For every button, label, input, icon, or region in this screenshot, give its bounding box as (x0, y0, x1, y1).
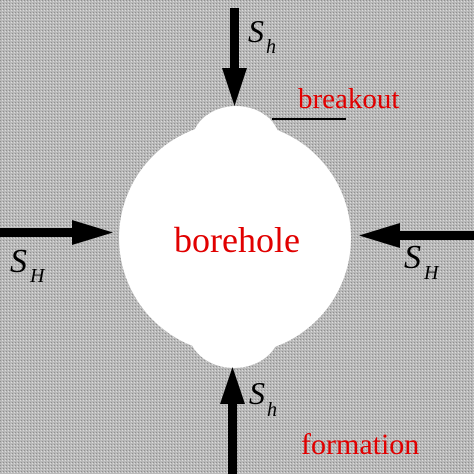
arrow-bottom-sh (220, 367, 245, 474)
sh-top-sub: h (266, 36, 276, 58)
sh-bottom-label: S h (249, 375, 277, 421)
arrow-left-sH (0, 220, 113, 245)
sH-left-label: S H (10, 243, 46, 287)
sh-top-label: S h (248, 13, 276, 58)
borehole-label: borehole (174, 220, 300, 260)
borehole-shape (119, 106, 351, 368)
sH-right-main: S (404, 239, 421, 276)
sH-right-label: S H (404, 239, 440, 284)
formation-label: formation (301, 428, 419, 461)
breakout-label: breakout (298, 83, 399, 115)
arrow-top-sh (222, 8, 247, 106)
sH-right-sub: H (423, 262, 440, 284)
arrow-right-sH (359, 223, 474, 248)
sH-left-main: S (10, 243, 27, 280)
sH-left-sub: H (29, 265, 46, 287)
sh-bottom-sub: h (267, 399, 277, 421)
sh-top-main: S (248, 13, 264, 49)
sh-bottom-main: S (249, 375, 265, 411)
